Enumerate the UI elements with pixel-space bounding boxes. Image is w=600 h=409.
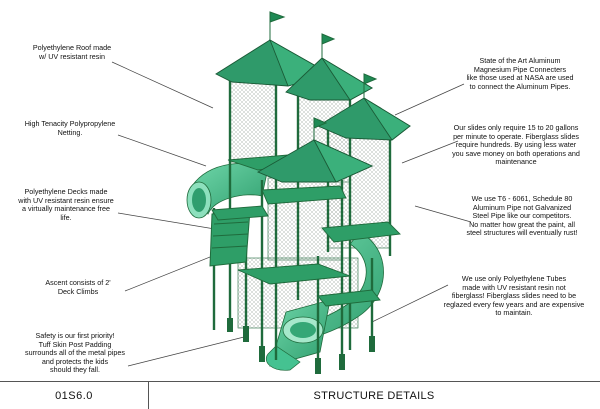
callout-ascent: Ascent consists of 2' Deck Climbs (45, 278, 111, 296)
leader-slides (401, 140, 459, 164)
deck-lower-left (211, 205, 269, 221)
callout-connecters: State of the Art Aluminum Magnesium Pipe… (466, 56, 574, 91)
flags (269, 11, 378, 140)
callout-tubes: We use only Polyethylene Tubes made with… (443, 274, 585, 318)
leader-connecters (394, 83, 465, 116)
callout-pipe: We use T6 - 6061, Schedule 80 Aluminum P… (466, 194, 578, 238)
leader-netting (117, 134, 207, 167)
callout-slides: Our slides only require 15 to 20 gallons… (452, 123, 580, 167)
callout-safety: Safety is our first priority! Tuff Skin … (25, 331, 125, 375)
title-block: 01S6.0 STRUCTURE DETAILS (0, 381, 600, 409)
leader-tubes (371, 284, 449, 323)
callout-decks: Polyethylene Decks made with UV resistan… (18, 187, 114, 222)
leader-roof (111, 61, 214, 109)
post-padding (227, 318, 375, 374)
callout-roof: Polyethylene Roof made w/ UV resistant r… (32, 43, 112, 61)
deck-mid (261, 185, 347, 205)
leader-pipe (414, 205, 472, 223)
roofs (215, 38, 411, 183)
deck-mid-right (321, 221, 401, 243)
callout-netting: High Tenacity Polypropylene Netting. (24, 119, 116, 137)
deck-ground-right (317, 289, 381, 307)
leader-lines (111, 61, 472, 367)
sheet-code: 01S6.0 (0, 382, 149, 409)
play-structure-illustration (111, 11, 472, 374)
deck-climb-stairs (209, 209, 251, 267)
sheet-title: STRUCTURE DETAILS (313, 389, 435, 402)
decks (211, 153, 401, 307)
deck-ground (237, 263, 351, 285)
tube-slide-front (266, 299, 331, 371)
leader-safety (127, 336, 245, 367)
